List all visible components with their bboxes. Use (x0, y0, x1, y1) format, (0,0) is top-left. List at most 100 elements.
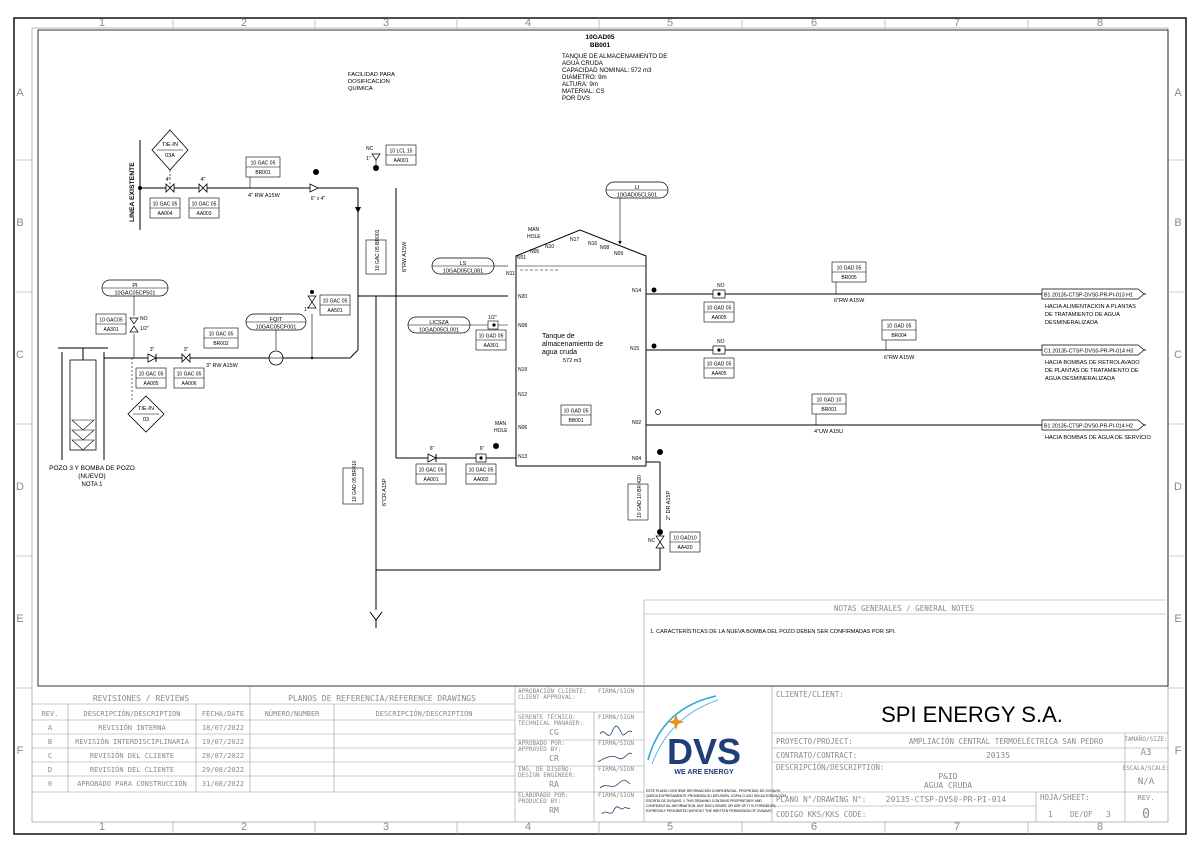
signature-ra (599, 779, 631, 789)
svg-text:LS: LS (460, 261, 467, 267)
svg-text:CODIGO KKS/KKS CODE:: CODIGO KKS/KKS CODE: (776, 810, 866, 819)
tank-header-id: BB001 (590, 42, 611, 49)
client-name: SPI ENERGY S.A. (881, 702, 1063, 727)
svg-text:10 GAD 05: 10 GAD 05 (837, 266, 862, 272)
svg-text:ESCRITA DE DVSAVIS. // THIS DR: ESCRITA DE DVSAVIS. // THIS DRAWING CONT… (646, 799, 762, 803)
valve-aa501[interactable] (307, 290, 317, 309)
svg-text:1": 1" (304, 307, 309, 313)
svg-text:N08: N08 (600, 245, 609, 251)
approval-role-en: CLIENT APPROVAL: (518, 694, 576, 701)
grid-row-C: C (16, 349, 24, 361)
offsheet-h2[interactable]: B1 20135-CTSP-DVS0-PR-PI-014 H2 (1041, 419, 1145, 431)
grid-col-4: 4 (525, 821, 531, 833)
svg-text:N02: N02 (632, 420, 641, 426)
sheet-total: 3 (1106, 810, 1111, 819)
scale: N/A (1138, 777, 1155, 787)
grid-col-8: 8 (1097, 17, 1103, 29)
svg-text:ESTE PLANO CONTIENE INFORMACIÓ: ESTE PLANO CONTIENE INFORMACIÓN CONFIDEN… (646, 788, 781, 793)
svg-text:LI: LI (635, 185, 640, 191)
svg-text:10 GAC 05: 10 GAC 05 (192, 202, 217, 208)
gate-valve-aa004[interactable] (165, 183, 175, 193)
grid-col-4: 4 (525, 17, 531, 29)
gate-valve-aa006[interactable] (181, 353, 191, 363)
ls-gad05cl081: LS 10GAD05CL081 (431, 257, 495, 275)
svg-text:10 GAD 05: 10 GAD 05 (564, 409, 589, 415)
valve-aa420[interactable] (655, 535, 665, 549)
svg-text:10 GAD 05: 10 GAD 05 (887, 324, 912, 330)
rev-date: 18/07/2022 (202, 724, 244, 732)
svg-text:TAMAÑO/SIZE:: TAMAÑO/SIZE: (1124, 736, 1167, 743)
note-1: 1. CARACTERÍSTICAS DE LA NUEVA BOMBA DEL… (650, 628, 896, 635)
svg-text:N16: N16 (588, 241, 597, 247)
svg-text:HOLE: HOLE (494, 428, 508, 434)
signature-rm (601, 806, 631, 815)
svg-text:6": 6" (430, 446, 435, 452)
svg-text:N04: N04 (632, 456, 641, 462)
description-pid: P&ID (938, 772, 957, 781)
rev-code: B (48, 738, 52, 746)
approval-role: ING. DE DISEÑO: (518, 766, 572, 773)
svg-text:NOTA 1: NOTA 1 (82, 482, 104, 488)
svg-text:N06: N06 (518, 425, 527, 431)
svg-text:N11: N11 (506, 271, 515, 277)
line-label-3in-rw: 3" RW A15W (206, 363, 239, 369)
sheet-number: 1 (1048, 810, 1053, 819)
grid-col-5: 5 (667, 17, 673, 29)
signature-cr (597, 752, 633, 763)
rev-description: REVISIÓN DEL CLIENTE (90, 751, 174, 760)
check-valve-aa005[interactable] (147, 353, 157, 363)
tag-gac05-aa301-pi: 10 GAC05 AA301 (95, 313, 127, 335)
svg-text:DE/OF: DE/OF (1070, 810, 1093, 819)
svg-text:POR DVS: POR DVS (562, 95, 590, 102)
svg-text:03: 03 (143, 417, 149, 423)
approval-role-en: DESIGN ENGINEER: (518, 772, 576, 779)
dvs-logo: DVS WE ARE ENERGY ESTE PLANO CONTIENE IN… (646, 695, 786, 813)
svg-text:QUIMICA: QUIMICA (348, 86, 373, 92)
svg-text:10GAC05CP501: 10GAC05CP501 (115, 291, 156, 297)
dvs-tagline: WE ARE ENERGY (674, 769, 734, 776)
svg-text:N15: N15 (630, 346, 639, 352)
approval-sign-label: FIRMA/SIGN (598, 714, 635, 721)
valve-aa005-outlet[interactable] (712, 289, 726, 299)
svg-text:almacenamiento de: almacenamiento de (542, 341, 603, 348)
check-valve-aa001[interactable] (427, 453, 437, 463)
sheet-size: A3 (1141, 748, 1152, 758)
svg-text:10 GAD 05: 10 GAD 05 (479, 334, 504, 340)
approval-role-en: PRODUCED BY: (518, 798, 561, 805)
svg-text:N12: N12 (518, 392, 527, 398)
references-title: PLANOS DE REFERENCIA/REFERENCE DRAWINGS (288, 694, 476, 703)
gate-valve-aa003[interactable] (198, 183, 208, 193)
approval-initials: RA (549, 780, 559, 789)
svg-text:AA001: AA001 (393, 158, 408, 164)
rev-description: REVISIÓN INTERDISCIPLINARIA (75, 737, 190, 746)
offsheet-h1[interactable]: B1 20135-CTSP-DVS0-PR-PI-013 H1 (1041, 288, 1145, 300)
grid-col-2: 2 (241, 17, 247, 29)
svg-text:10 GAC 05: 10 GAC 05 (251, 161, 276, 167)
svg-text:BR001: BR001 (255, 170, 271, 176)
valve-aa002[interactable] (475, 453, 487, 463)
svg-text:FQIT: FQIT (270, 317, 283, 323)
svg-text:AA420: AA420 (677, 545, 692, 551)
valve-aa405-outlet[interactable] (712, 345, 726, 355)
offsheet-h3[interactable]: C1 20135-CTSP-DVS0-PR-PI-014 H3 (1041, 344, 1145, 356)
svg-text:10 GAD 05: 10 GAD 05 (707, 362, 732, 368)
svg-text:N14: N14 (632, 288, 641, 294)
grid-row-A: A (1174, 87, 1182, 99)
approval-sign-label: FIRMA/SIGN (598, 688, 635, 695)
rev-code: A (48, 724, 53, 732)
grid-col-6: 6 (811, 17, 817, 29)
tag-gad10-br001: 10 GAD 10 BR001 (811, 393, 847, 415)
svg-text:N08: N08 (518, 323, 527, 329)
svg-text:6": 6" (480, 446, 485, 452)
grid-col-7: 7 (954, 17, 960, 29)
svg-text:572 m3: 572 m3 (563, 358, 581, 364)
svg-text:NÚMERO/NUMBER: NÚMERO/NUMBER (265, 709, 321, 718)
grid-row-E: E (16, 613, 23, 625)
svg-text:AGUA DESMINERALIZADA: AGUA DESMINERALIZADA (1045, 376, 1115, 382)
svg-text:CONFIDENTIAL INFORMATION. ANY: CONFIDENTIAL INFORMATION. ANY DISCLOSURE… (646, 804, 776, 808)
line-label-4in-rw: 4" RW A15W (248, 193, 281, 199)
svg-text:FECHA/DATE: FECHA/DATE (202, 710, 244, 718)
licsza-gad05cl001: LICSZA 10GAD05CL001 (407, 316, 471, 334)
grid-row-F: F (1175, 745, 1182, 757)
